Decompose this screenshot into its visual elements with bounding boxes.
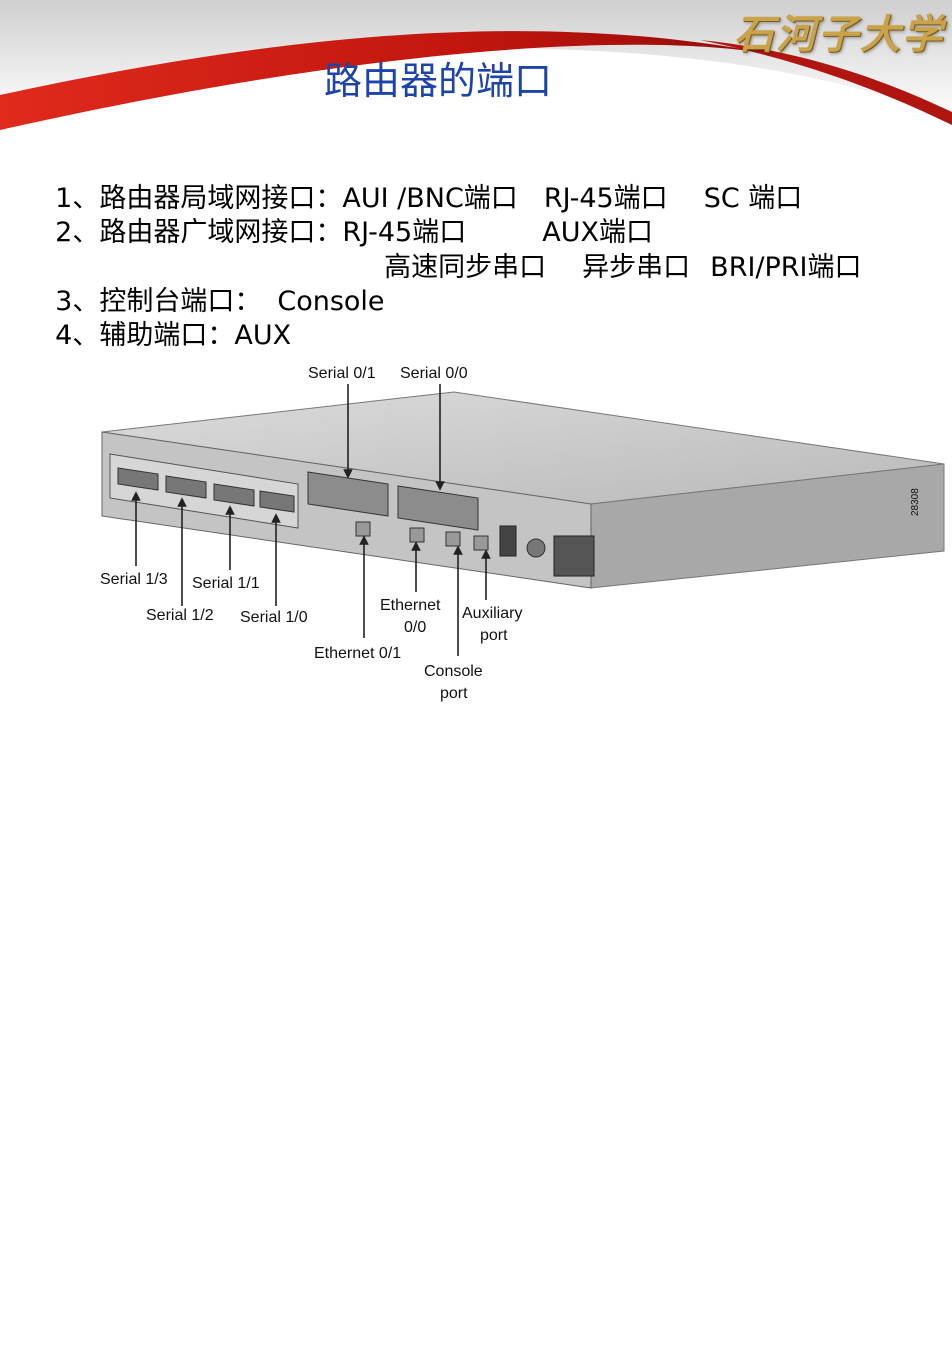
wan-async-serial: 异步串口 [582,252,691,283]
wan-bri-pri: BRI/PRI端口 [710,252,862,283]
wan-interfaces-line: 2、路由器广域网接口：RJ-45端口 AUX端口 [38,179,653,249]
label-ethernet-0-0-b: 0/0 [404,619,426,636]
label-ethernet-0-0-a: Ethernet [380,597,441,614]
wan-aux: AUX端口 [542,217,653,248]
lan-aui-bnc: AUI /BNC端口 [342,183,518,214]
console-value: Console [277,286,385,317]
router-rear-panel-diagram: Serial 0/1 Serial 0/0 Serial 1/3 Serial … [100,365,945,702]
wan-sync-serial: 高速同步串口 [384,252,547,283]
console-port-line: 3、控制台端口： Console [38,248,385,318]
console-label: 3、控制台端口： [55,286,262,317]
label-ethernet-0-1: Ethernet 0/1 [314,645,401,662]
label-aux-a: Auxiliary [462,605,522,622]
ethernet-0-1-port [355,521,371,537]
serial-1x-connectors [117,467,295,513]
lan-label: 1、路由器局域网接口： [55,183,343,214]
page-title: 路由器的端口 [323,59,552,103]
serial-0-1-port [307,471,389,517]
university-logo: 石河子大学 [734,11,944,58]
auxiliary-port [473,535,489,551]
wan-label: 2、路由器广域网接口： [55,217,343,248]
label-serial-0-0: Serial 0/0 [400,365,468,382]
label-console-b: port [440,685,468,702]
label-console-a: Console [424,663,483,680]
label-serial-1-3: Serial 1/3 [100,571,168,588]
power-switch [499,525,517,557]
lan-interfaces-line: 1、路由器局域网接口：AUI /BNC端口 RJ-45端口 SC 端口 [38,145,802,215]
label-serial-1-0: Serial 1/0 [240,609,308,626]
console-port [445,531,461,547]
wan-rj45: RJ-45端口 [342,217,467,248]
label-serial-1-1: Serial 1/1 [192,575,260,592]
label-aux-b: port [480,627,508,644]
ground-screw [526,538,546,558]
lan-sc: SC 端口 [703,183,803,214]
power-inlet [553,535,595,577]
wan-interfaces-line-2: 高速同步串口 异步串口 BRI/PRI端口 [367,214,862,284]
aux-port-line: 4、辅助端口：AUX [38,282,291,352]
label-serial-1-2: Serial 1/2 [146,607,214,624]
label-serial-0-1: Serial 0/1 [308,365,376,382]
ethernet-0-0-port [409,527,425,543]
lan-rj45: RJ-45端口 [543,183,668,214]
header-banner [0,0,952,130]
aux-value: AUX [234,320,292,351]
serial-0-0-port [397,485,479,531]
figure-id: 28308 [910,488,921,516]
aux-label: 4、辅助端口： [55,320,235,351]
